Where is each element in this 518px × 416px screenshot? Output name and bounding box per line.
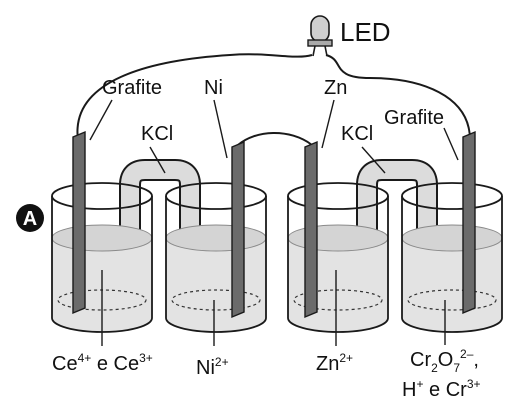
wire-left-to-led: [76, 53, 313, 141]
label-solution-3: Zn2+: [316, 351, 353, 375]
label-left-graphite: Grafite: [102, 77, 162, 99]
beaker-3: [287, 182, 389, 333]
label-zn: Zn: [324, 77, 347, 99]
label-solution-4-line2: H+ e Cr3+: [402, 377, 481, 401]
wire-led-to-right: [325, 54, 471, 141]
label-solution-1: Ce4+ e Ce3+: [52, 351, 153, 375]
electrode-zn: [304, 140, 318, 319]
label-right-graphite: Grafite: [384, 107, 444, 129]
label-kcl-left: KCl: [141, 123, 173, 145]
leader-zn: [321, 99, 335, 149]
badge-label: A: [23, 208, 37, 230]
electrode-right-graphite: [462, 130, 476, 315]
leader-kcl-left: [149, 146, 166, 174]
leader-left-graphite: [89, 99, 113, 141]
led-label: LED: [340, 17, 391, 47]
label-kcl-right: KCl: [341, 123, 373, 145]
label-solution-4-line1: Cr2O72–,: [410, 347, 479, 375]
leader-ni: [213, 99, 228, 159]
led-bulb: [307, 15, 333, 57]
leader-kcl-right: [361, 146, 386, 174]
electrode-left-graphite: [72, 130, 86, 315]
beaker-2: [165, 182, 267, 333]
label-solution-2: Ni2+: [196, 355, 229, 379]
label-ni: Ni: [204, 77, 223, 99]
wire-ni-to-zn: [237, 132, 313, 146]
badge-circle: [16, 204, 44, 232]
leader-right-graphite: [443, 127, 459, 161]
electrode-ni: [231, 140, 245, 319]
beaker-4: [401, 182, 503, 333]
